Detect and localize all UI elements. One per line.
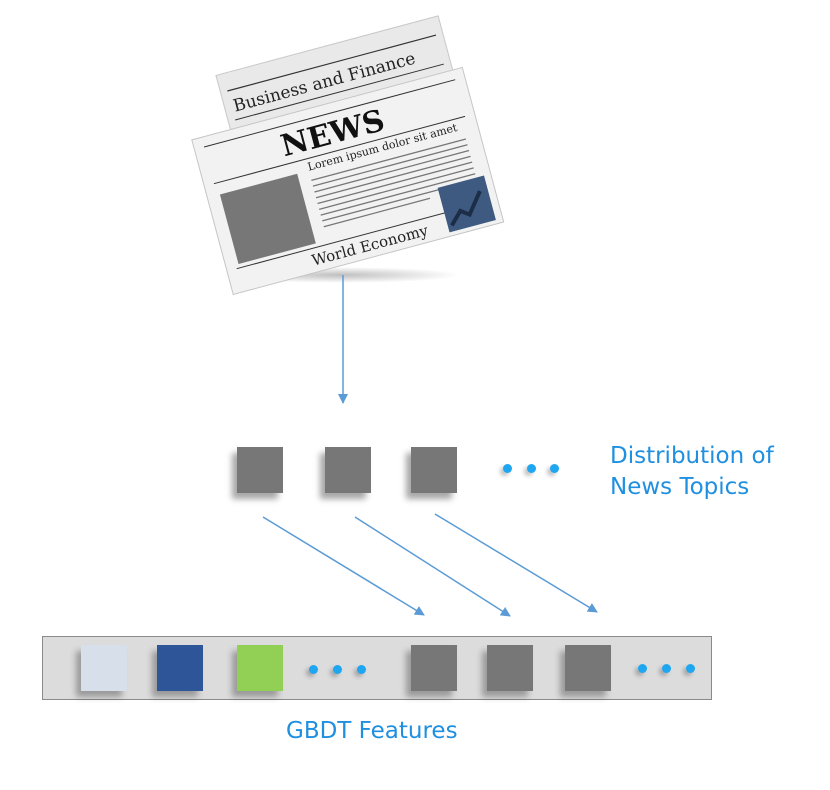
feature-square-light	[81, 645, 127, 691]
feature-square-topic-3	[565, 645, 611, 691]
feature-square-blue	[157, 645, 203, 691]
features-label: GBDT Features	[286, 718, 458, 744]
feature-ellipsis-dot-1	[309, 665, 318, 674]
arrow-topic-1-to-feature	[262, 516, 425, 616]
feature-ellipsis-dot-5	[662, 664, 671, 673]
arrow-topic-2-to-feature	[354, 516, 511, 617]
topic-square-3	[411, 447, 457, 493]
newspaper-illustration: Business and Finance NEWS Lorem ipsum do…	[191, 15, 505, 295]
newspaper-chart-photo	[437, 175, 496, 233]
trend-arrow-icon	[450, 190, 482, 227]
topic-ellipsis-dot-2	[527, 464, 536, 473]
topic-ellipsis-dot-1	[503, 464, 512, 473]
feature-ellipsis-dot-3	[357, 665, 366, 674]
feature-ellipsis-dot-4	[638, 664, 647, 673]
arrow-topic-3-to-feature	[434, 513, 598, 613]
topic-square-2	[325, 447, 371, 493]
topic-square-1	[237, 447, 283, 493]
feature-square-topic-2	[487, 645, 533, 691]
feature-square-topic-1	[411, 645, 457, 691]
feature-ellipsis-dot-2	[333, 665, 342, 674]
feature-square-green	[237, 645, 283, 691]
topics-label-line-2: News Topics	[610, 474, 750, 500]
topics-label: Distribution of News Topics	[610, 441, 774, 503]
topic-ellipsis-dot-3	[550, 464, 559, 473]
feature-ellipsis-dot-6	[686, 664, 695, 673]
feature-bar	[42, 636, 712, 700]
newspaper-photo-left	[219, 173, 316, 265]
topics-label-line-1: Distribution of	[610, 443, 774, 469]
